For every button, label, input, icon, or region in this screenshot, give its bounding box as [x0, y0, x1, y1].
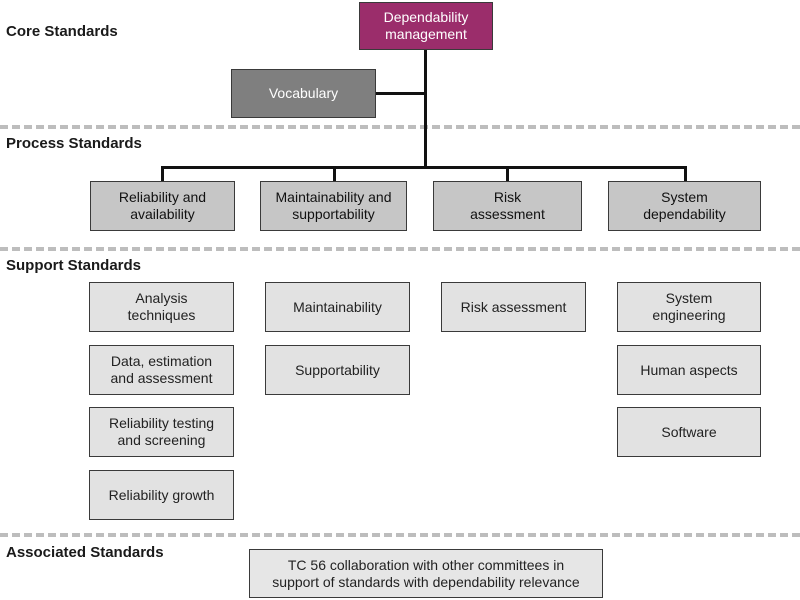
support-box-reliability-growth: Reliability growth — [89, 470, 234, 520]
box-line: Risk — [493, 189, 522, 205]
support-box-human-aspects: Human aspects — [617, 345, 761, 395]
box-line: techniques — [127, 307, 196, 323]
connector-process-4 — [684, 166, 687, 182]
process-box-reliability: Reliability and availability — [90, 181, 235, 231]
support-box-risk-assessment: Risk assessment — [441, 282, 586, 332]
connector-process-1 — [161, 166, 164, 182]
connector-process-3 — [506, 166, 509, 182]
box-line: Risk assessment — [460, 298, 567, 315]
box-line: management — [385, 26, 467, 42]
divider-support-associated — [0, 533, 800, 537]
connector-process-bus — [161, 166, 687, 169]
dependability-management-box: Dependability management — [359, 2, 493, 50]
box-line: support of standards with dependability … — [272, 573, 580, 590]
box-line: availability — [130, 206, 195, 222]
box-line: supportability — [292, 206, 375, 222]
section-label-support: Support Standards — [6, 257, 142, 274]
support-box-supportability: Supportability — [265, 345, 410, 395]
vocabulary-box: Vocabulary — [231, 69, 376, 118]
box-line: and screening — [117, 432, 206, 448]
box-line: Dependability — [383, 9, 469, 25]
section-label-associated: Associated Standards — [6, 544, 164, 561]
divider-core-process — [0, 125, 800, 129]
box-line: Reliability growth — [108, 486, 215, 503]
connector-vocabulary — [375, 92, 426, 95]
connector-core-trunk — [424, 50, 427, 168]
box-line: TC 56 collaboration with other committee… — [287, 556, 565, 573]
section-label-core: Core Standards — [6, 23, 118, 40]
box-line: Reliability and — [118, 189, 207, 205]
box-line: Maintainability — [293, 298, 382, 315]
process-box-maintainability: Maintainability and supportability — [260, 181, 407, 231]
box-line: Reliability testing — [108, 415, 215, 431]
box-line: dependability — [643, 206, 726, 222]
box-line: assessment — [470, 206, 545, 222]
box-line: System — [661, 189, 708, 205]
support-box-data-estimation: Data, estimation and assessment — [89, 345, 234, 395]
box-line: Supportability — [295, 361, 380, 378]
box-line: Software — [661, 423, 717, 440]
process-box-risk: Risk assessment — [433, 181, 582, 231]
connector-process-2 — [333, 166, 336, 182]
box-line: engineering — [652, 307, 726, 323]
box-line: Human aspects — [640, 361, 738, 378]
support-box-analysis-techniques: Analysis techniques — [89, 282, 234, 332]
box-line: Data, estimation — [110, 353, 213, 369]
box-line: Analysis — [135, 290, 188, 306]
process-box-system: System dependability — [608, 181, 761, 231]
support-box-reliability-testing: Reliability testing and screening — [89, 407, 234, 457]
associated-standards-box: TC 56 collaboration with other committee… — [249, 549, 603, 598]
support-box-system-engineering: System engineering — [617, 282, 761, 332]
box-line: and assessment — [110, 370, 213, 386]
section-label-process: Process Standards — [6, 135, 142, 152]
box-line: System — [665, 290, 713, 306]
support-box-maintainability: Maintainability — [265, 282, 410, 332]
box-line: Maintainability and — [275, 189, 392, 205]
divider-process-support — [0, 247, 800, 251]
support-box-software: Software — [617, 407, 761, 457]
box-line: Vocabulary — [268, 85, 339, 101]
